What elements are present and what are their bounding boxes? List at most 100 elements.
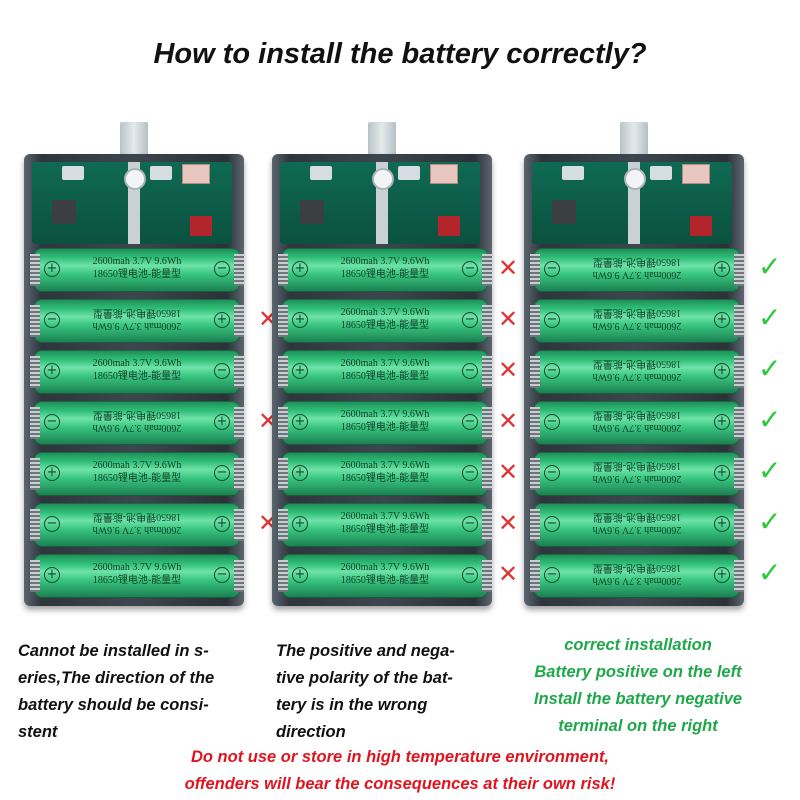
spring-contact [278,407,288,439]
check-icon: ✓ [758,454,782,487]
micro-usb-port [150,166,172,180]
micro-usb-port [398,166,420,180]
spring-contact [530,560,540,592]
caption-line: battery should be consi- [18,696,209,714]
cell-type: 18650锂电池-能量型 [92,575,182,586]
cross-icon: ✕ [498,356,519,384]
check-icon: ✓ [758,250,782,283]
caption-line: tive polarity of the bat- [276,669,453,687]
caption-line: Cannot be installed in s- [18,642,209,660]
cell-spec: 2600mah 3.7V 9.6Wh [592,320,682,331]
cell-spec: 2600mah 3.7V 9.6Wh [92,460,182,471]
cell-label: 2600mah 3.7V 9.6Wh 18650锂电池-能量型 [306,255,464,281]
cell-spec: 2600mah 3.7V 9.6Wh [592,422,682,433]
cell-spec: 2600mah 3.7V 9.6Wh [340,562,430,573]
minus-icon: − [44,414,60,430]
spring-contact [30,509,40,541]
pull-tab-ring [372,168,394,190]
minus-icon: − [44,312,60,328]
caption-line: Battery positive on the left [534,663,742,681]
caption-line: eries,The direction of the [18,669,215,687]
cell-type: 18650锂电池-能量型 [340,524,430,535]
spring-contact [234,305,244,337]
pull-tab-ring [624,168,646,190]
page-title: How to install the battery correctly? [153,38,647,70]
plus-icon: + [44,465,60,481]
check-icon: ✓ [758,505,782,538]
minus-icon: − [214,363,230,379]
check-icon: ✓ [758,403,782,436]
plus-icon: + [292,312,308,328]
usb-a-port [430,164,458,184]
cell-spec: 2600mah 3.7V 9.6Wh [92,422,182,433]
plus-icon: + [714,363,730,379]
cell-type: 18650锂电池-能量型 [92,511,182,522]
cell-spec: 2600mah 3.7V 9.6Wh [340,256,430,267]
cell-type: 18650锂电池-能量型 [340,269,430,280]
warning-line: Do not use or store in high temperature … [190,748,610,766]
cell-spec: 2600mah 3.7V 9.6Wh [592,575,682,586]
plus-icon: + [44,363,60,379]
cell-type: 18650锂电池-能量型 [592,358,682,369]
warning-line: offenders will bear the consequences at … [184,775,616,793]
spring-contact [734,458,744,490]
cell-type: 18650锂电池-能量型 [592,409,682,420]
cell-spec: 2600mah 3.7V 9.6Wh [92,256,182,267]
spring-contact [482,356,492,388]
caption-line: stent [18,723,58,741]
spring-contact [30,560,40,592]
cell-spec: 2600mah 3.7V 9.6Wh [92,562,182,573]
minus-icon: − [462,465,478,481]
minus-icon: − [544,414,560,430]
capacitor [438,216,460,236]
minus-icon: − [214,465,230,481]
cell-type: 18650锂电池-能量型 [340,473,430,484]
circuit-board [32,162,232,244]
spring-contact [278,509,288,541]
plus-icon: + [714,414,730,430]
spring-contact [530,305,540,337]
inductor [52,200,76,224]
cell-label: 2600mah 3.7V 9.6Wh 18650锂电池-能量型 [558,408,716,434]
capacitor [190,216,212,236]
minus-icon: − [544,261,560,277]
minus-icon: − [544,465,560,481]
cross-icon: ✕ [498,560,519,588]
spring-contact [234,458,244,490]
inductor [300,200,324,224]
cross-icon: ✕ [498,509,519,537]
spring-contact [734,560,744,592]
plus-icon: + [292,261,308,277]
plus-icon: + [292,516,308,532]
plus-icon: + [714,312,730,328]
type-c-port [62,166,84,180]
type-c-port [310,166,332,180]
spring-contact [482,407,492,439]
plus-icon: + [44,261,60,277]
micro-usb-port [650,166,672,180]
check-icon: ✓ [758,556,782,589]
minus-icon: − [544,516,560,532]
caption-line: direction [276,723,346,741]
cell-type: 18650锂电池-能量型 [592,562,682,573]
plus-icon: + [714,567,730,583]
